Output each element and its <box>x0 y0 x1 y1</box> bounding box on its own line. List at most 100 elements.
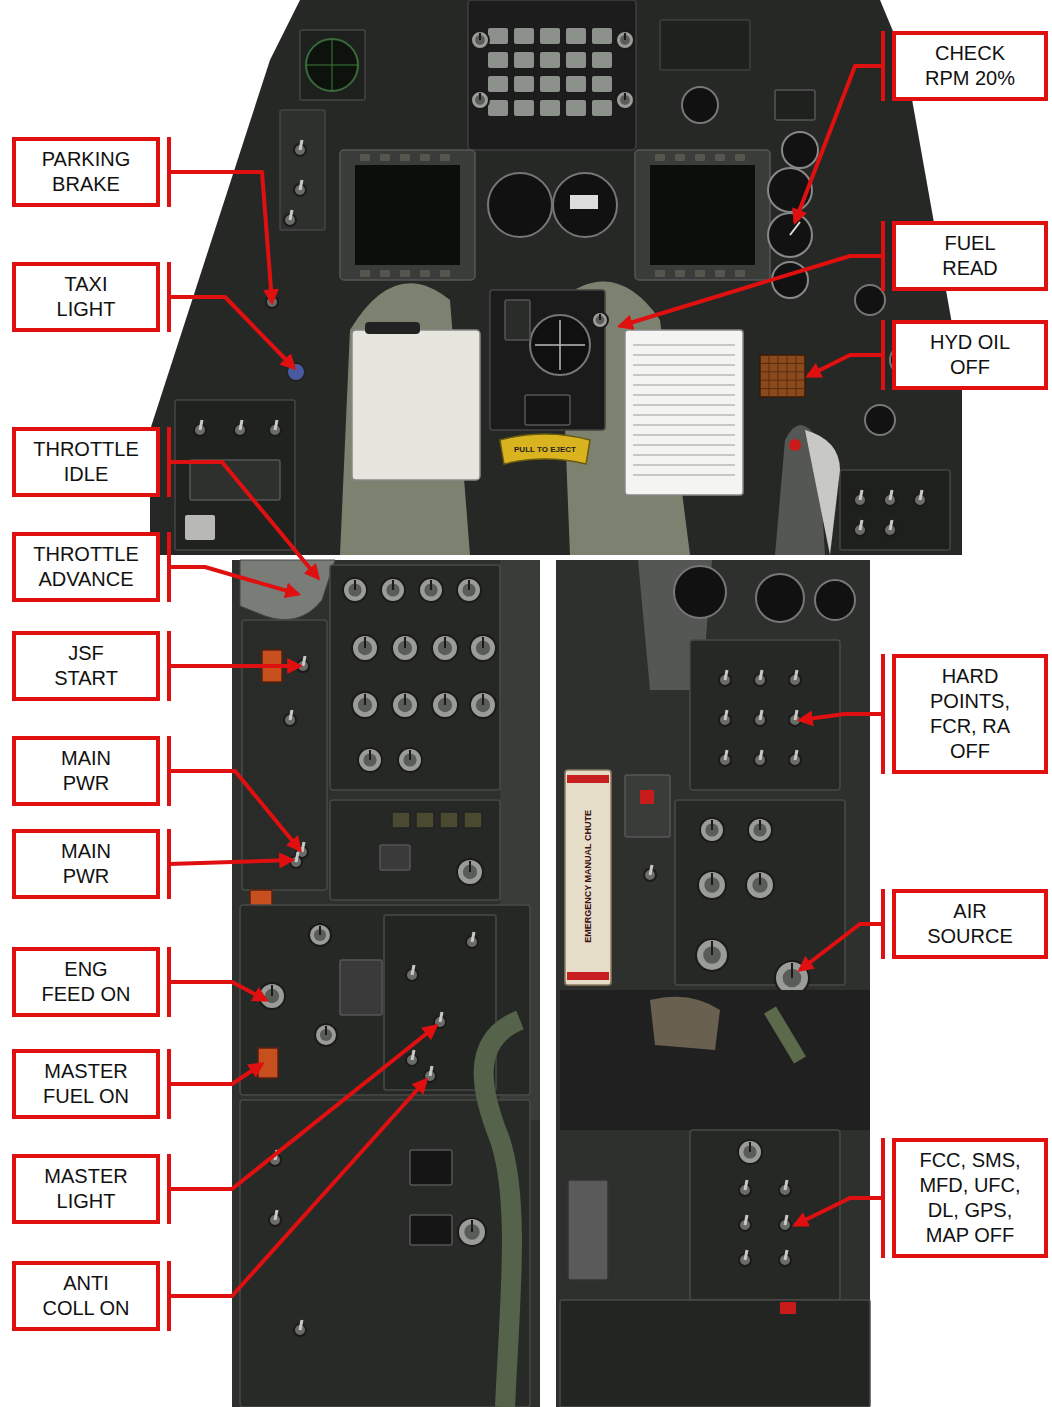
grid-line <box>769 355 770 397</box>
checklist-line <box>633 345 735 346</box>
toggle-lever <box>795 710 797 720</box>
seat-handle <box>650 997 720 1050</box>
knob-pointer <box>624 33 626 40</box>
callout-text: THROTTLE IDLE <box>24 437 149 487</box>
rotary-knob <box>259 983 285 1009</box>
knob-pointer <box>430 580 432 590</box>
rotary-knob <box>457 859 483 885</box>
rwr-grid <box>306 39 358 91</box>
bezel-button <box>715 154 725 161</box>
leader-arrow <box>169 567 298 594</box>
callout-box: FUEL READ <box>892 221 1048 291</box>
toggle-lever <box>303 656 305 666</box>
toggle-lever <box>412 1050 414 1060</box>
centre-console <box>490 290 605 430</box>
knob-pointer <box>369 750 371 760</box>
altimeter-window <box>570 195 598 209</box>
toggle-lever <box>275 420 277 430</box>
bottom-panel <box>560 1300 870 1407</box>
callout-box: ANTI COLL ON <box>12 1261 160 1331</box>
console-gap <box>560 990 870 1130</box>
caution-light <box>464 812 482 828</box>
callout-box: TAXI LIGHT <box>12 262 160 332</box>
callout-box: MAIN PWR <box>12 736 160 806</box>
bezel-button <box>675 270 685 277</box>
toggle-lever <box>785 1215 787 1225</box>
ufc-key <box>488 52 508 68</box>
console-switch <box>505 300 530 340</box>
left-aux-panel <box>280 110 325 230</box>
side-gauge <box>855 285 885 315</box>
checklist-line <box>633 445 735 446</box>
bezel-button <box>380 270 390 277</box>
toggle-lever <box>650 865 652 875</box>
stick-boot <box>525 395 570 425</box>
ufc-key <box>566 52 586 68</box>
grid-line <box>796 355 797 397</box>
rotary-knob <box>392 692 418 718</box>
knob-pointer <box>711 941 713 955</box>
toggle-lever <box>745 1215 747 1225</box>
fuel-selector <box>340 960 382 1015</box>
leader-arrow <box>169 982 266 1000</box>
card-stripe <box>567 972 609 980</box>
knob-pointer <box>364 694 366 705</box>
rotary-knob <box>458 1218 486 1246</box>
toggle-lever <box>890 520 892 530</box>
callout-text: MASTER FUEL ON <box>24 1059 149 1109</box>
knob-pointer <box>354 580 356 590</box>
callout-text: THROTTLE ADVANCE <box>24 542 149 592</box>
kneeboard-pad <box>352 330 480 480</box>
toggle-lever <box>290 210 292 220</box>
toggle-lever <box>920 490 922 500</box>
hsi-marks <box>535 320 585 370</box>
bezel-button <box>655 154 665 161</box>
ufc-key <box>592 52 612 68</box>
callout-text: ENG FEED ON <box>40 957 132 1007</box>
upper-console-panel <box>330 565 500 790</box>
ufc-key <box>592 100 612 116</box>
rotary-knob <box>471 31 489 49</box>
callout-text: HYD OIL OFF <box>920 330 1020 380</box>
bezel-button <box>360 270 370 277</box>
rotary-knob <box>457 578 481 602</box>
stick-button <box>789 439 801 451</box>
oxygen-hose <box>484 1020 520 1407</box>
ufc-key <box>488 28 508 44</box>
toggle-lever <box>430 1066 432 1076</box>
sensor-power-panel <box>690 640 840 790</box>
rotary-knob <box>616 91 634 109</box>
leader-arrow <box>169 172 272 302</box>
hose-fitting <box>770 1010 800 1060</box>
toggle-lever <box>760 710 762 720</box>
callout-box: THROTTLE ADVANCE <box>12 532 160 602</box>
side-gauge <box>865 405 895 435</box>
rotary-knob <box>432 635 458 661</box>
red-indicator <box>780 1302 796 1314</box>
leader-arrow <box>808 355 883 376</box>
toggle-lever <box>725 710 727 720</box>
rpm-gauge <box>768 213 812 257</box>
toggle-lever <box>472 932 474 942</box>
knob-pointer <box>599 314 601 320</box>
lower-instrument <box>410 1215 452 1245</box>
ufc-panel <box>468 0 636 150</box>
grid-line <box>760 363 805 364</box>
lower-instrument <box>410 1150 452 1185</box>
leader-arrow <box>169 1080 426 1296</box>
checklist-line <box>633 455 735 456</box>
bezel-button <box>695 270 705 277</box>
cockpit-body <box>150 0 962 555</box>
kneeboard-clip <box>365 322 420 334</box>
grid-line <box>778 355 779 397</box>
grid-line <box>760 380 805 381</box>
oxygen-panel <box>625 775 670 837</box>
checklist-line <box>633 405 735 406</box>
airspeed-gauge <box>488 173 552 237</box>
toggle-lever <box>860 490 862 500</box>
caution-light <box>416 812 434 828</box>
callout-text: PARKING BRAKE <box>24 147 149 197</box>
callout-box: FCC, SMS, MFD, UFC, DL, GPS, MAP OFF <box>892 1138 1048 1258</box>
bezel-button <box>695 154 705 161</box>
callout-text: MAIN PWR <box>46 839 126 889</box>
